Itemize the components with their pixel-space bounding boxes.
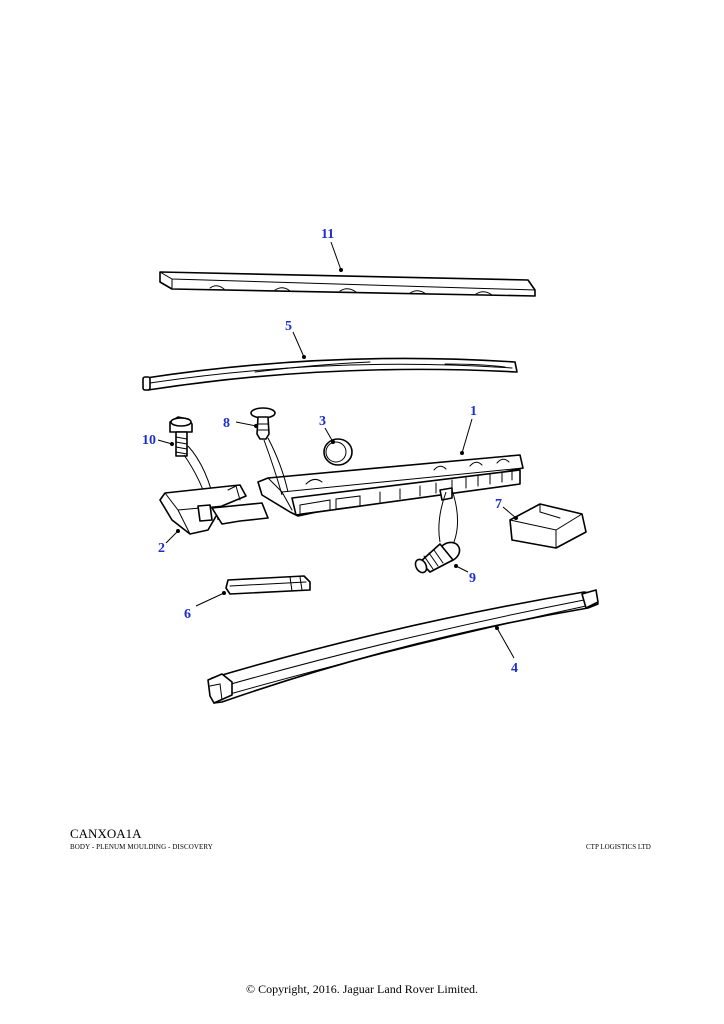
callout-5: 5 xyxy=(285,319,292,334)
callout-8: 8 xyxy=(223,416,230,431)
drawing-caption: BODY - PLENUM MOULDING - DISCOVERY xyxy=(70,843,213,851)
part-7-block xyxy=(509,503,587,549)
drawing-code: CANXOA1A xyxy=(70,826,142,841)
callout-3: 3 xyxy=(319,414,326,429)
callout-6: 6 xyxy=(184,607,191,622)
copyright-notice: © Copyright, 2016. Jaguar Land Rover Lim… xyxy=(245,982,479,996)
part-5-strip xyxy=(142,357,518,391)
callout-7: 7 xyxy=(495,497,502,512)
part-8-clip xyxy=(250,407,289,496)
vendor-label: CTP LOGISTICS LTD xyxy=(586,843,651,851)
callout-11: 11 xyxy=(321,227,334,242)
part-1-moulding xyxy=(257,454,524,517)
part-9-screw xyxy=(414,489,461,574)
part-3-grommet xyxy=(323,438,353,466)
part-11-rail xyxy=(159,271,536,297)
part-6-strip xyxy=(225,575,311,595)
leader-lines xyxy=(157,241,518,659)
callout-2: 2 xyxy=(158,541,165,556)
part-2-bracket xyxy=(159,484,269,535)
callout-9: 9 xyxy=(469,571,476,586)
callout-1: 1 xyxy=(470,404,477,419)
callout-4: 4 xyxy=(511,661,518,676)
part-4-trim xyxy=(207,589,599,704)
callout-10: 10 xyxy=(142,433,156,448)
